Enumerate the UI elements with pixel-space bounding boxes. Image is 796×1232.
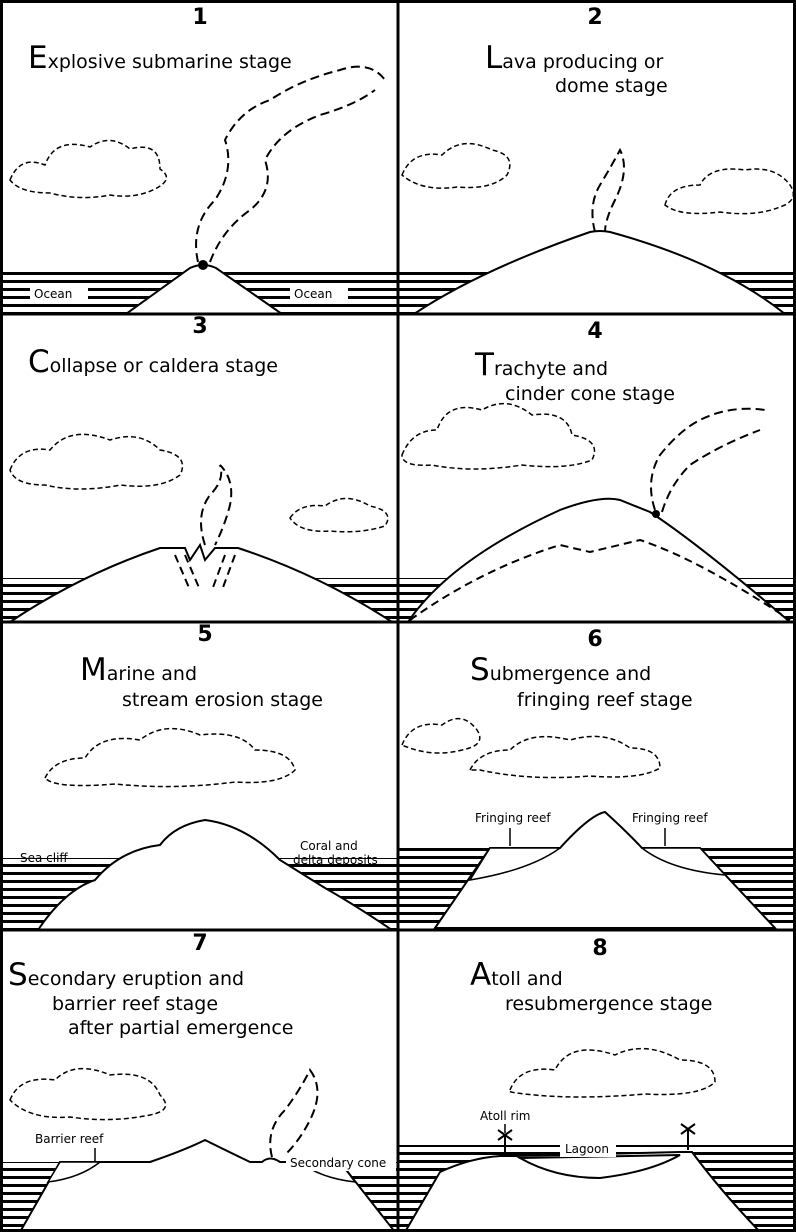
panel-7: 7 Secondary eruption and barrier reef st… <box>0 931 397 1232</box>
panel-number: 4 <box>587 319 602 344</box>
coral-label-1: Coral and <box>300 839 358 853</box>
secondary-plume <box>270 1070 317 1157</box>
fringing-reef-label-right: Fringing reef <box>632 811 708 825</box>
emergent-island <box>20 1140 395 1232</box>
panel-title: Trachyte and <box>474 347 608 383</box>
panel-number: 5 <box>197 622 212 647</box>
eruption-plume <box>201 465 231 545</box>
cloud <box>470 736 660 777</box>
ocean-label-right: Ocean <box>294 287 332 301</box>
cloud <box>402 144 510 189</box>
trachyte-cone <box>408 499 790 622</box>
sea-cliff-label: Sea cliff <box>20 851 68 865</box>
lagoon-label: Lagoon <box>565 1142 609 1156</box>
atoll-rim-label: Atoll rim <box>480 1109 530 1123</box>
panel-8: 8 Atoll and resubmergence stage Atoll ri… <box>399 936 796 1232</box>
cloud <box>10 140 166 197</box>
cloud <box>509 1049 715 1097</box>
panel-number: 3 <box>192 314 207 339</box>
vent <box>652 510 660 518</box>
fringing-reef-label-left: Fringing reef <box>475 811 551 825</box>
panel-number: 8 <box>592 936 607 961</box>
panel-number: 1 <box>192 5 207 30</box>
cloud <box>290 499 388 532</box>
panel-4: 4 Trachyte and cinder cone stage <box>399 319 796 622</box>
panel-number: 2 <box>587 5 602 30</box>
panel-1: 1 Explosive submarine stage Ocean Ocean <box>0 5 397 314</box>
panel-title: Secondary eruption and <box>8 957 244 993</box>
eruption-plume-outer <box>210 90 375 262</box>
cloud <box>665 169 793 214</box>
cloud <box>10 434 183 489</box>
coral-label-2: delta deposits <box>293 853 378 867</box>
ocean-label-left: Ocean <box>34 287 72 301</box>
cloud <box>402 404 595 469</box>
panel-title: Submergence and <box>470 652 651 688</box>
panel-2: 2 Lava producing or dome stage <box>399 5 796 314</box>
panel-title: Explosive submarine stage <box>28 40 292 76</box>
panel-title-line-2: resubmergence stage <box>505 993 712 1015</box>
barrier-reef-label: Barrier reef <box>35 1132 104 1146</box>
eruption-plume <box>196 67 385 262</box>
panel-5: 5 Marine and stream erosion stage Sea cl… <box>0 622 397 930</box>
panel-title-line-2: stream erosion stage <box>122 689 323 711</box>
eruption-plume-outer <box>662 430 760 512</box>
panel-3: 3 Collapse or caldera stage <box>0 314 397 622</box>
panel-title-line-3: after partial emergence <box>68 1017 294 1039</box>
panel-6: 6 Submergence and fringing reef stage Fr… <box>399 627 796 928</box>
panel-title: Atoll and <box>470 957 563 993</box>
vent <box>198 260 208 270</box>
panel-title: Collapse or caldera stage <box>28 344 278 380</box>
panel-title-line-2: fringing reef stage <box>517 689 693 711</box>
secondary-cone-label: Secondary cone <box>290 1156 386 1170</box>
cloud <box>45 729 295 787</box>
cloud <box>10 1069 166 1120</box>
panel-title: Lava producing or <box>485 40 664 76</box>
cloud <box>402 719 480 753</box>
panel-number: 7 <box>192 931 207 956</box>
panel-title-line-2: dome stage <box>555 75 668 97</box>
panel-title: Marine and <box>80 652 197 688</box>
panel-title-line-2: barrier reef stage <box>52 993 218 1015</box>
panel-title-line-2: cinder cone stage <box>505 383 675 405</box>
panel-number: 6 <box>587 627 602 652</box>
eruption-plume <box>592 150 624 232</box>
